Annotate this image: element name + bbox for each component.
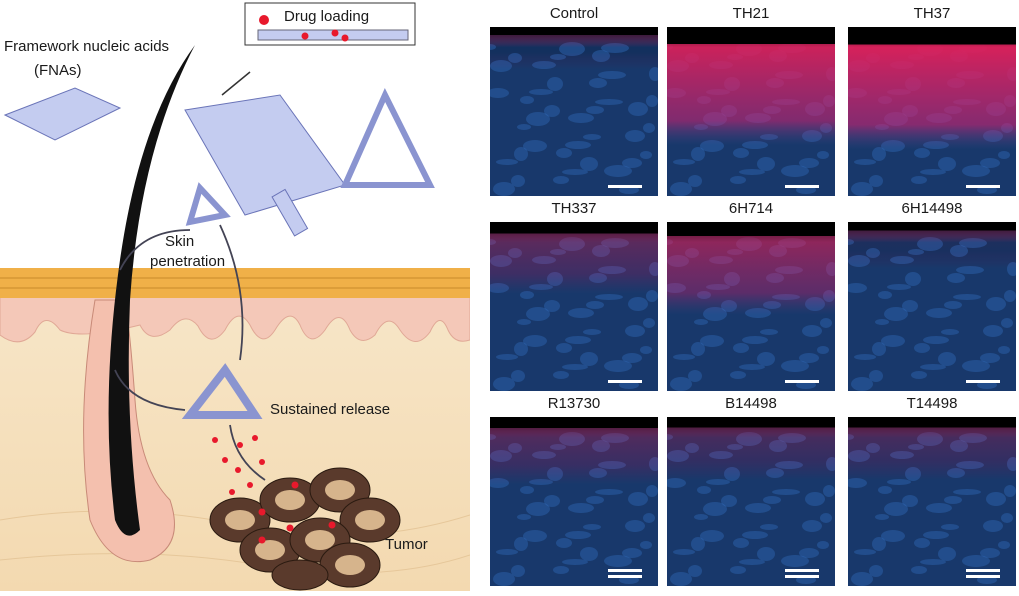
fna-label: Framework nucleic acids bbox=[4, 38, 170, 55]
panel-title: Control bbox=[549, 5, 599, 22]
fluorescence-image-panel bbox=[667, 222, 835, 391]
panel-title: 6H714 bbox=[728, 200, 774, 217]
released-drugs bbox=[212, 435, 265, 495]
penetration-label: penetration bbox=[150, 253, 226, 270]
panel-title: TH37 bbox=[913, 5, 951, 22]
skin-schematic bbox=[0, 2, 471, 591]
drug-loading-label: Drug loading bbox=[284, 8, 370, 25]
panel-title: TH337 bbox=[551, 200, 597, 217]
panel-title: 6H14498 bbox=[901, 200, 963, 217]
fna-label-abbrev: (FNAs) bbox=[34, 62, 82, 79]
scale-bar bbox=[966, 185, 1000, 188]
fna-bundle-icon bbox=[271, 188, 309, 237]
fluorescence-image-panel bbox=[848, 222, 1016, 391]
fluorescence-image-panel bbox=[848, 417, 1016, 586]
skin-label: Skin bbox=[165, 233, 195, 250]
scale-bar bbox=[608, 569, 642, 572]
drug-molecule-icon bbox=[259, 15, 269, 25]
scale-bar bbox=[785, 575, 819, 578]
scale-bar bbox=[785, 185, 819, 188]
fluorescence-image-panel bbox=[667, 417, 835, 586]
scale-bar bbox=[966, 575, 1000, 578]
small-tetrahedron-icon bbox=[185, 182, 231, 226]
scale-bar bbox=[785, 380, 819, 383]
panel-title: T14498 bbox=[906, 395, 958, 412]
fluorescence-image-panel bbox=[848, 27, 1016, 196]
fluorescence-image-panel bbox=[490, 417, 658, 586]
scale-bar bbox=[608, 380, 642, 383]
scale-bar bbox=[785, 569, 819, 572]
hair-shaft bbox=[108, 45, 195, 536]
fluorescence-image-panel bbox=[490, 222, 658, 391]
stratum-corneum bbox=[0, 268, 470, 298]
sustained-release-label: Sustained release bbox=[270, 401, 391, 418]
panel-title: R13730 bbox=[547, 395, 601, 412]
fna-tetrahedron-icon bbox=[340, 87, 435, 188]
scale-bar bbox=[608, 575, 642, 578]
panel-title: TH21 bbox=[732, 5, 770, 22]
panel-title: B14498 bbox=[725, 395, 777, 412]
fna-sheet-icon bbox=[3, 87, 122, 141]
release-tetrahedron-icon bbox=[181, 363, 263, 419]
scale-bar bbox=[608, 185, 642, 188]
fluorescence-image-panel bbox=[490, 27, 658, 196]
scale-bar bbox=[966, 569, 1000, 572]
tumor-cells bbox=[209, 467, 401, 591]
fluorescence-image-panel bbox=[667, 27, 835, 196]
tumor-label: Tumor bbox=[385, 536, 428, 553]
scale-bar bbox=[966, 380, 1000, 383]
fna-skin-delivery-illustration: Framework nucleic acids (FNAs) Drug load… bbox=[0, 0, 471, 591]
